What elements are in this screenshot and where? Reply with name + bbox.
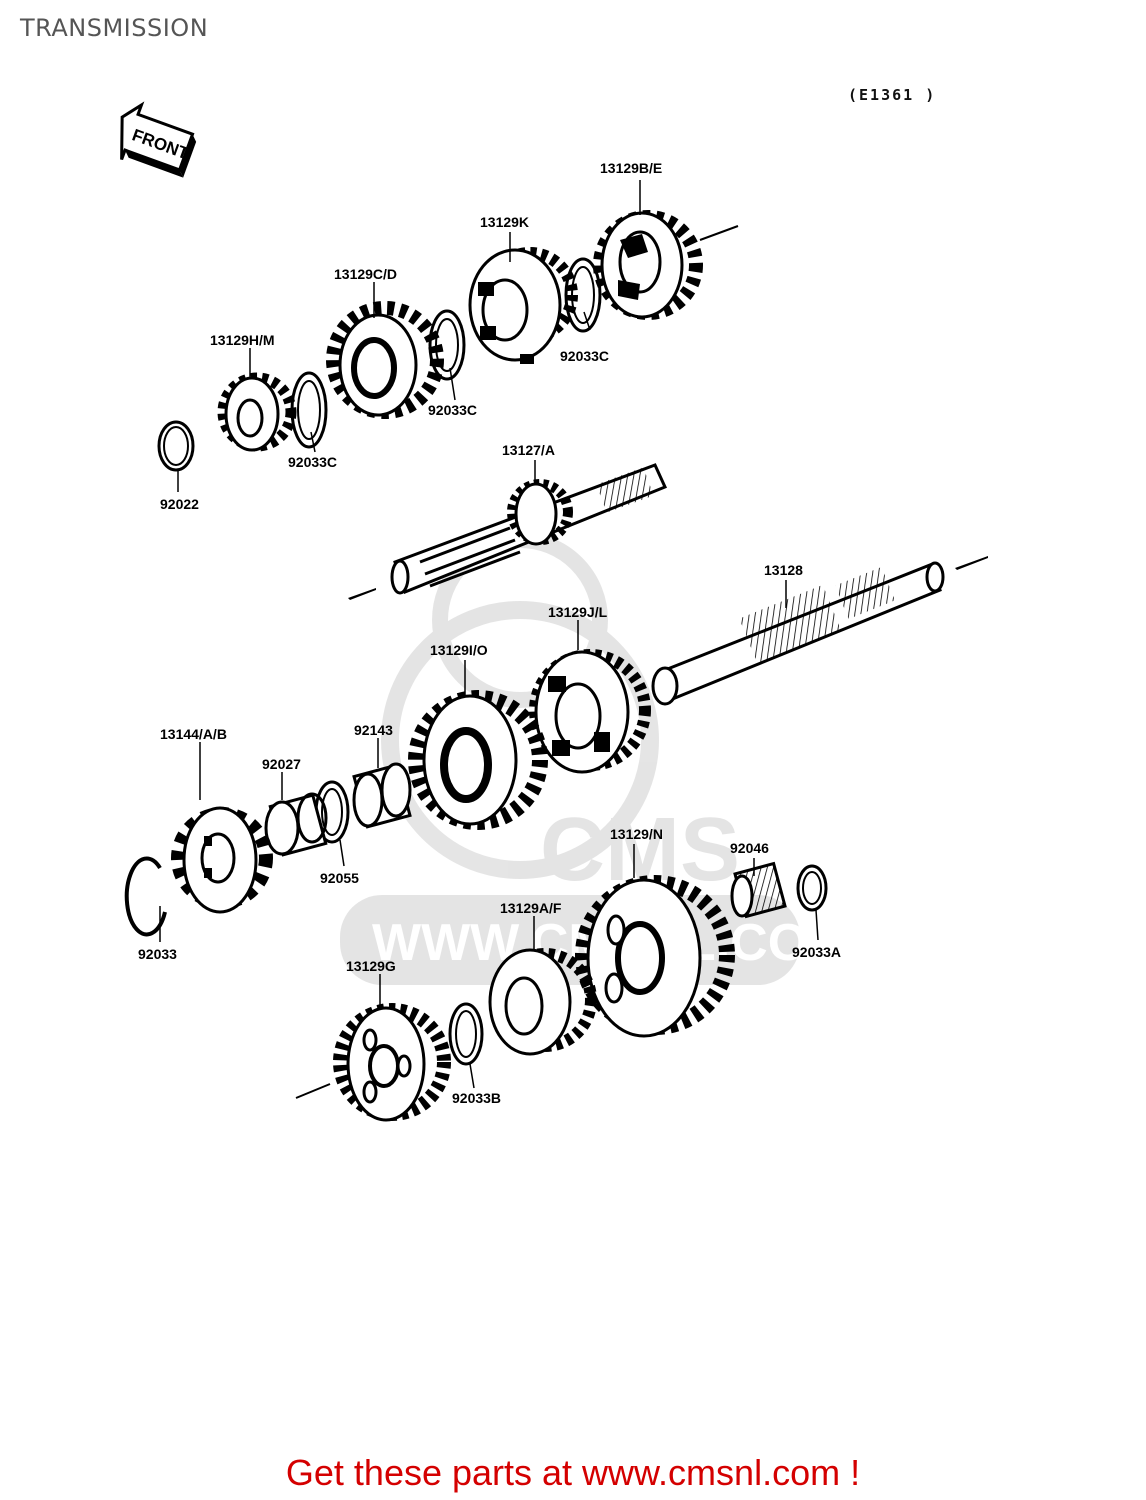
label-13129io: 13129I/O	[430, 642, 488, 658]
circlip-92033a	[796, 864, 828, 912]
bearing-92046	[730, 861, 787, 919]
label-92033c-b: 92033C	[428, 402, 478, 418]
label-13129n: 13129/N	[610, 826, 663, 842]
washer-92022	[157, 420, 195, 472]
label-13129hm: 13129H/M	[210, 332, 275, 348]
gear-13129n	[575, 875, 735, 1038]
circlip-92033c-a	[564, 257, 602, 333]
label-92027: 92027	[262, 756, 301, 772]
label-13129g: 13129G	[346, 958, 396, 974]
gear-13129io	[408, 690, 548, 830]
gear-13129af	[488, 948, 597, 1056]
diagram-ref-code: (E1361 )	[848, 86, 937, 104]
circlip-92033c-c	[290, 371, 328, 449]
circlip-92033	[124, 856, 167, 937]
label-92033b: 92033B	[452, 1090, 502, 1106]
circlip-92033b	[448, 1002, 484, 1066]
label-13129cd: 13129C/D	[334, 266, 398, 282]
label-92143: 92143	[354, 722, 393, 738]
gear-13129hm	[217, 372, 297, 452]
footer-cta-link[interactable]: Get these parts at www.cmsnl.com !	[285, 1452, 861, 1493]
label-13129be: 13129B/E	[600, 160, 663, 176]
label-92022: 92022	[160, 496, 199, 512]
label-92033c-a: 92033C	[560, 348, 610, 364]
collar-92027	[264, 792, 328, 857]
gear-13129be	[593, 210, 703, 320]
label-92033a: 92033A	[792, 944, 842, 960]
page-title: TRANSMISSION	[20, 14, 209, 42]
axis-arrows	[295, 225, 739, 1099]
label-13127a: 13127/A	[502, 442, 555, 458]
label-13129jl: 13129J/L	[548, 604, 608, 620]
gear-13129k	[468, 247, 578, 364]
gear-13129cd	[326, 301, 444, 419]
label-92055: 92055	[320, 870, 359, 886]
label-13129af: 13129A/F	[500, 900, 562, 916]
gear-13129jl	[529, 649, 651, 774]
label-92033c-c: 92033C	[288, 454, 338, 470]
sprocket-13144ab	[171, 806, 273, 914]
label-92033: 92033	[138, 946, 177, 962]
label-13144ab: 13144/A/B	[160, 726, 227, 742]
shaft-13127a	[348, 463, 668, 600]
front-arrow-icon: FRONT	[120, 101, 197, 178]
gear-13129g	[333, 1003, 451, 1122]
circlip-92033c-b	[428, 309, 466, 381]
leader-lines	[159, 180, 819, 1089]
shaft-13128	[651, 556, 988, 706]
bushing-92143	[352, 762, 412, 829]
label-13128: 13128	[764, 562, 803, 578]
label-13129k: 13129K	[480, 214, 530, 230]
label-92046: 92046	[730, 840, 769, 856]
